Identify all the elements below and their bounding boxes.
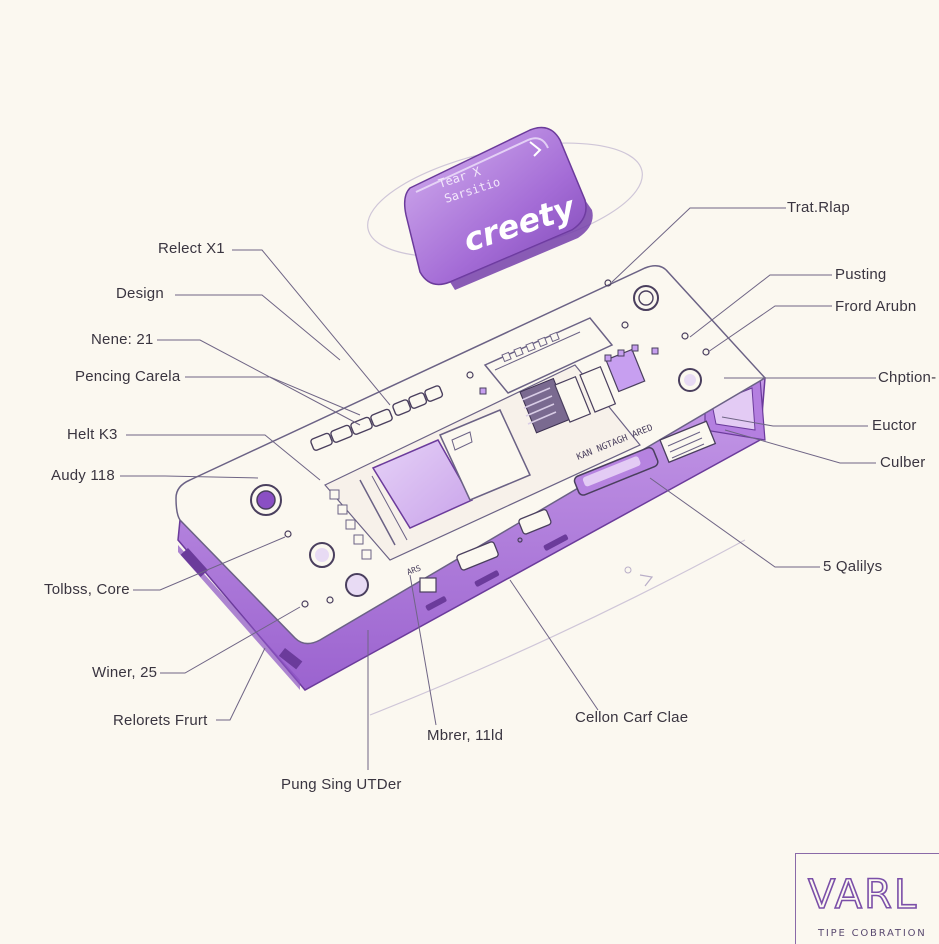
floating-badge: Tear X Sarsitio creety — [403, 126, 593, 290]
callout-trat: Trat.Rlap — [787, 199, 850, 216]
callout-pencing: Pencing Carela — [75, 368, 181, 385]
callout-pung-sing: Pung Sing UTDer — [281, 776, 402, 793]
component-pads — [284, 279, 717, 608]
callout-winer: Winer, 25 — [92, 664, 158, 681]
corner-logo: VARL TIPE COBRATION — [795, 853, 939, 944]
callout-mbrer: Mbrer, 11ld — [427, 727, 504, 744]
button-row — [310, 385, 444, 451]
pcb-board: KAN NGTAGH ARED ARS — [324, 317, 654, 577]
callout-relect: Relect X1 — [158, 240, 225, 257]
callout-helt: Helt K3 — [67, 426, 118, 443]
callout-qalilys: 5 Qalilys — [823, 558, 883, 575]
callout-audy: Audy 118 — [51, 467, 115, 484]
callout-chption: Chption- — [878, 369, 937, 386]
callout-nene: Nene: 21 — [91, 331, 154, 348]
callout-culber: Culber — [880, 454, 926, 471]
sweep-arc — [369, 539, 746, 716]
display-panel — [371, 439, 474, 529]
callout-pusting: Pusting — [835, 266, 887, 283]
callout-cellon: Cellon Carf Clae — [575, 709, 689, 726]
leader-lines — [120, 207, 876, 770]
callout-design: Design — [116, 285, 164, 302]
callout-tolbss: Tolbss, Core — [44, 581, 130, 598]
logo-subtitle: TIPE COBRATION — [818, 928, 927, 939]
callout-frord: Frord Arubn — [835, 298, 917, 315]
logo-title: VARL — [807, 871, 919, 919]
callout-euctor: Euctor — [872, 417, 917, 434]
knobs — [250, 285, 702, 597]
callout-relorets: Relorets Frurt — [113, 712, 208, 729]
